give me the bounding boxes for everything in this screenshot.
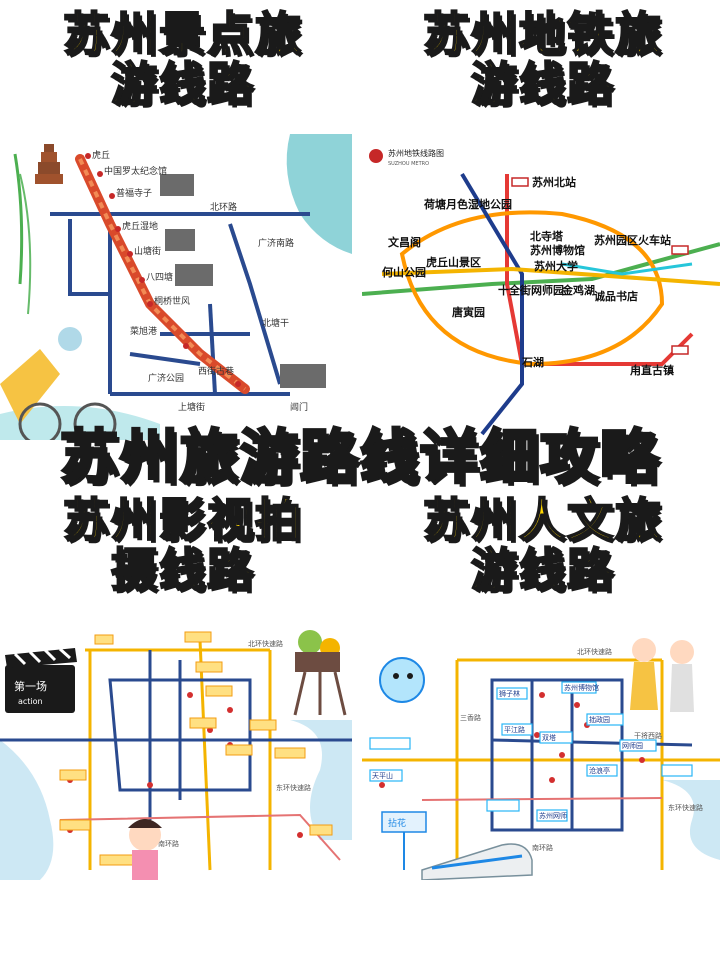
metro-header: 苏州地铁线路图 bbox=[388, 148, 444, 158]
film-road-1: 东环快速路 bbox=[276, 783, 311, 792]
culture-spot-4: 双塔 bbox=[542, 733, 556, 742]
spot-label-1: 中国罗太纪念馆 bbox=[104, 165, 167, 177]
station-1: 荷塘月色湿地公园 bbox=[423, 197, 512, 211]
culture-spot-3: 平江路 bbox=[504, 725, 525, 734]
station-10: 诚品书店 bbox=[594, 289, 638, 303]
pagoda-icon bbox=[35, 144, 63, 184]
spot-label-8: 广济公园 bbox=[148, 372, 184, 384]
title-metro-line2: 游线路 bbox=[470, 56, 615, 111]
title-culture-line1: 苏州人文旅 bbox=[422, 493, 663, 547]
station-12: 唐寅园 bbox=[452, 305, 485, 319]
title-culture-line2: 游线路 bbox=[470, 542, 615, 597]
spot-label-7: 菜旭港 bbox=[130, 325, 157, 337]
spot-label-9: 西街古巷 bbox=[198, 365, 234, 377]
station-3: 苏州博物馆 bbox=[530, 243, 585, 257]
cyclist-icon bbox=[0, 327, 117, 440]
culture-road-1: 东环快速路 bbox=[668, 803, 703, 812]
station-9: 金鸡湖 bbox=[561, 283, 595, 297]
road-south: 上塘街 bbox=[178, 401, 205, 413]
film-road-0: 北环快速路 bbox=[248, 639, 283, 648]
title-culture: 苏州人文旅 游线路 bbox=[378, 493, 708, 597]
culture-road-4: 干将西路 bbox=[634, 731, 662, 740]
metro-map-panel: 苏州地铁线路图 SUZHOU METRO 苏州北站 荷塘月色湿地公园 北寺塔 苏… bbox=[362, 134, 720, 440]
culture-spot-2: 拙政园 bbox=[589, 715, 610, 724]
station-6: 虎丘山景区 bbox=[426, 255, 481, 269]
culture-road-2: 南环路 bbox=[532, 843, 553, 852]
metro-header-en: SUZHOU METRO bbox=[388, 161, 429, 167]
culture-spot-8: 苏州网师 bbox=[539, 811, 567, 820]
culture-spot-1: 苏州博物馆 bbox=[564, 683, 599, 692]
culture-spot-0: 狮子林 bbox=[499, 689, 520, 698]
station-4: 苏州园区火车站 bbox=[594, 233, 671, 247]
station-14: 甪直古镇 bbox=[630, 363, 674, 377]
culture-spot-5: 网师园 bbox=[622, 741, 643, 750]
road-east-1: 广济南路 bbox=[258, 237, 294, 249]
road-north-ring: 北环路 bbox=[210, 201, 237, 213]
film-map-panel: 第一场 action 北环快速路 东环快速路 南环路 bbox=[0, 620, 352, 880]
culture-spot-6: 沧浪亭 bbox=[589, 766, 610, 775]
spot-label-4: 山塘街 bbox=[134, 245, 161, 257]
station-7: 苏州大学 bbox=[534, 259, 578, 273]
title-scenic: 苏州景点旅 游线路 bbox=[18, 7, 348, 111]
title-film: 苏州影视拍 摄线路 bbox=[18, 493, 348, 597]
scenic-map: 虎丘 中国罗太纪念馆 普福寺子 虎丘湿地 山塘街 八四塘 桐桥世风 菜旭港 广济… bbox=[0, 134, 352, 440]
spot-label-2: 普福寺子 bbox=[116, 187, 152, 199]
metro-logo-icon bbox=[369, 149, 383, 163]
title-film-line1: 苏州影视拍 bbox=[62, 493, 303, 547]
station-13: 石湖 bbox=[521, 355, 544, 369]
culture-map-panel: 狮子林 苏州博物馆 拙政园 平江路 双塔 网师园 沧浪亭 天平山 苏州网师 北环… bbox=[362, 620, 720, 880]
spot-label-3: 虎丘湿地 bbox=[122, 220, 158, 232]
culture-road-0: 北环快速路 bbox=[577, 647, 612, 656]
title-scenic-line2: 游线路 bbox=[110, 56, 255, 111]
title-film-line2: 摄线路 bbox=[110, 542, 255, 597]
scenic-map-panel: 虎丘 中国罗太纪念馆 普福寺子 虎丘湿地 山塘街 八四塘 桐桥世风 菜旭港 广济… bbox=[0, 134, 352, 440]
title-metro: 苏州地铁旅 游线路 bbox=[378, 7, 708, 111]
spot-label-6: 桐桥世风 bbox=[154, 295, 190, 307]
clapperboard-icon: 第一场 action bbox=[5, 647, 77, 713]
station-5: 文昌阁 bbox=[388, 235, 421, 249]
train-icon bbox=[421, 843, 533, 880]
clapper-sub: action bbox=[18, 697, 43, 706]
road-east-2: 北塘干 bbox=[262, 317, 289, 329]
projector-icon bbox=[293, 630, 347, 716]
clapper-text: 第一场 bbox=[14, 679, 47, 693]
culture-map: 狮子林 苏州博物馆 拙政园 平江路 双塔 网师园 沧浪亭 天平山 苏州网师 北环… bbox=[362, 620, 720, 880]
culture-road-3: 三香路 bbox=[460, 713, 481, 722]
title-scenic-line1: 苏州景点旅 bbox=[62, 7, 303, 61]
culture-sign: 拈花 bbox=[388, 817, 406, 829]
station-11: 十全街网师园 bbox=[498, 283, 564, 297]
spot-label-0: 虎丘 bbox=[92, 149, 110, 161]
spot-label-10: 阊门 bbox=[290, 401, 308, 413]
sign-icon: 拈花 bbox=[381, 811, 427, 870]
film-road-2: 南环路 bbox=[158, 839, 179, 848]
station-0: 苏州北站 bbox=[532, 175, 576, 189]
station-2: 北寺塔 bbox=[530, 229, 564, 243]
station-8: 何山公园 bbox=[382, 265, 426, 279]
mascot-icon bbox=[379, 657, 425, 703]
couple-figures-icon bbox=[630, 638, 694, 712]
title-metro-line1: 苏州地铁旅 bbox=[422, 7, 663, 61]
girl-figure-icon bbox=[128, 819, 162, 880]
spot-label-5: 八四塘 bbox=[146, 271, 173, 283]
page-banner: 苏州旅游路线详细攻略 bbox=[58, 422, 660, 493]
culture-spot-7: 天平山 bbox=[372, 771, 393, 780]
film-map: 第一场 action 北环快速路 东环快速路 南环路 bbox=[0, 620, 352, 880]
metro-map: 苏州地铁线路图 SUZHOU METRO 苏州北站 荷塘月色湿地公园 北寺塔 苏… bbox=[362, 134, 720, 440]
